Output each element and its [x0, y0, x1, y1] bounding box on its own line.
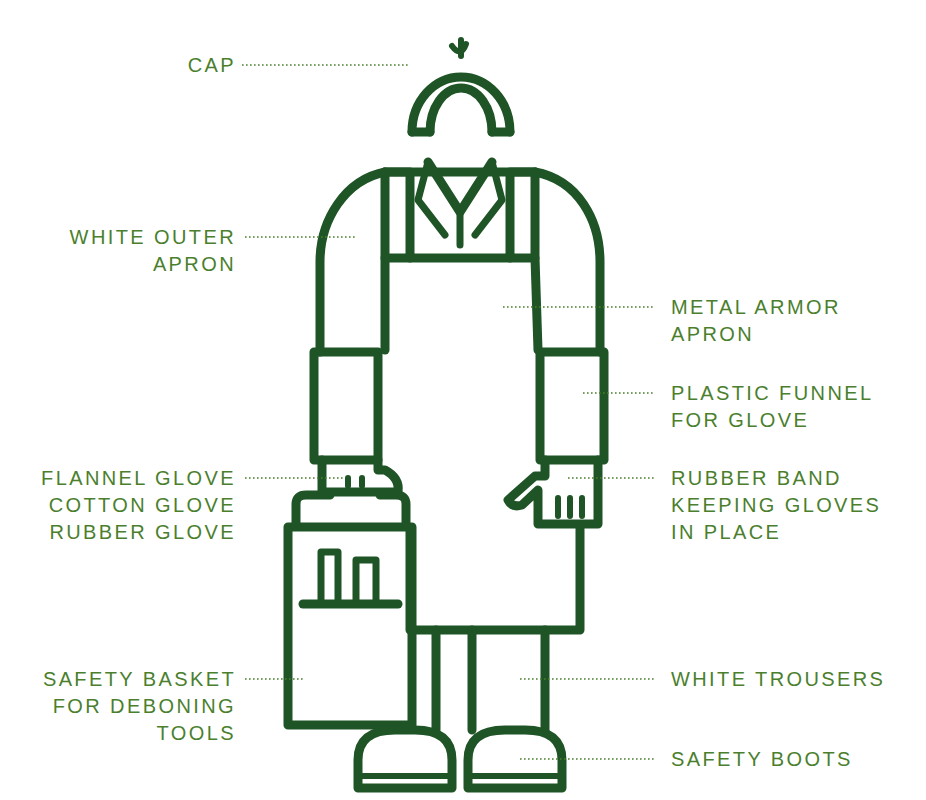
basket-rim [303, 600, 398, 609]
part-label: RUBBER BAND KEEPING GLOVES IN PLACE [671, 465, 911, 546]
deboning-tools [321, 552, 376, 600]
lapels [418, 162, 502, 245]
right-funnel [540, 352, 604, 460]
collar [428, 162, 492, 212]
part-label: PLASTIC FUNNEL FOR GLOVE [671, 380, 911, 434]
safety-basket [288, 527, 412, 725]
right-inner-arm [535, 258, 538, 350]
part-label: SAFETY BOOTS [671, 746, 853, 773]
part-label: WHITE TROUSERS [671, 666, 885, 693]
leader-line [520, 678, 655, 680]
left-fingers [348, 478, 362, 486]
left-shoulder [320, 172, 385, 352]
left-boot [358, 730, 452, 788]
cap-inner [430, 88, 492, 132]
part-label: FLANNEL GLOVE [41, 465, 236, 492]
right-hand [508, 460, 598, 524]
right-shoulder [535, 172, 600, 352]
left-inner-arm [381, 258, 390, 350]
cap-knot [452, 40, 466, 56]
cap-edge [412, 128, 510, 137]
right-strap [510, 172, 535, 258]
leader-line [242, 64, 410, 66]
right-fingers [558, 498, 582, 516]
part-label: COTTON GLOVE [49, 492, 236, 519]
part-label: RUBBER GLOVE [49, 519, 236, 546]
leader-line [583, 392, 655, 394]
left-hand [322, 460, 398, 492]
leader-line [520, 758, 655, 760]
part-label: CAP [188, 52, 236, 79]
apron-bottom [410, 528, 580, 630]
part-label: SAFETY BASKET FOR DEBONING TOOLS [16, 666, 236, 747]
right-boot [468, 730, 562, 788]
leader-line [245, 236, 355, 238]
left-funnel [314, 352, 378, 460]
leader-line [245, 477, 345, 479]
apron-top [410, 254, 510, 263]
leader-line [245, 678, 305, 680]
trousers [436, 630, 545, 730]
boot-soles [358, 773, 562, 779]
leader-line [503, 306, 655, 308]
part-label: METAL ARMOR APRON [671, 294, 891, 348]
left-strap [385, 172, 410, 258]
basket-handle [296, 495, 406, 525]
part-label: WHITE OUTER APRON [26, 224, 236, 278]
leader-line [568, 477, 655, 479]
cap-outer [412, 77, 510, 132]
